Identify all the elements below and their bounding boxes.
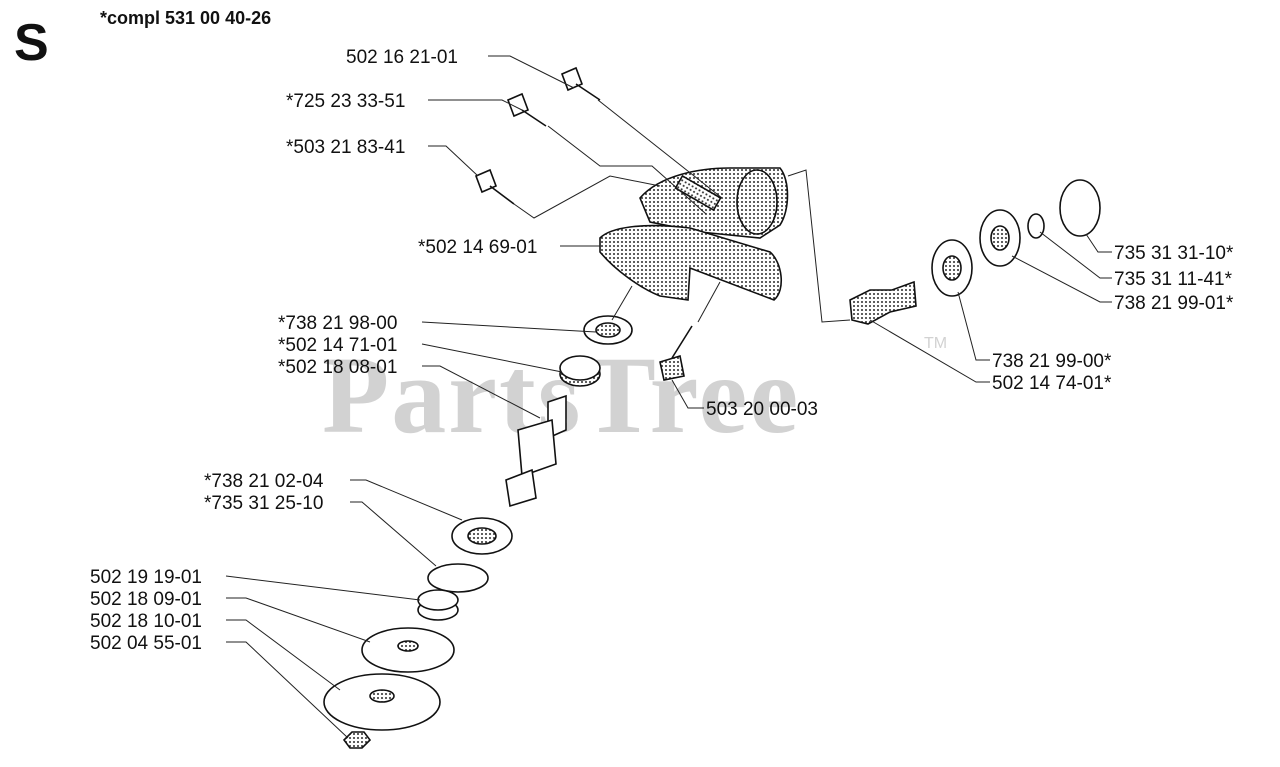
screw-503-21-83-41	[474, 168, 515, 205]
gear-housing-502-14-69-01	[599, 167, 789, 301]
watermark-trademark: TM	[924, 335, 947, 352]
label-502-04-55-01: 502 04 55-01	[90, 633, 202, 654]
label-735-31-31-10: 735 31 31-10*	[1114, 243, 1234, 264]
leader-lines	[225, 55, 1112, 739]
label-502-18-09-01: 502 18 09-01	[90, 589, 202, 610]
screw-725-23-33-51	[506, 92, 547, 127]
watermark-text: PartsTree	[322, 334, 800, 456]
plate-502-18-10-01	[323, 673, 441, 731]
screw-502-16-21-01	[560, 66, 601, 101]
label-503-21-83-41: *503 21 83-41	[286, 137, 405, 158]
label-735-31-11-41: 735 31 11-41*	[1114, 269, 1233, 290]
shaft-502-18-08-01	[505, 394, 567, 508]
bearing-738-21-99-00	[931, 239, 973, 297]
bolt-503-20-00-03	[659, 325, 693, 381]
washer-735-31-11-41	[1027, 213, 1045, 239]
gear-502-14-71-01	[559, 355, 601, 387]
label-502-18-10-01: 502 18 10-01	[90, 611, 202, 632]
label-502-14-74-01: 502 14 74-01*	[992, 373, 1112, 394]
label-502-14-69-01: *502 14 69-01	[418, 237, 537, 258]
assembly-label: *compl 531 00 40-26	[100, 8, 271, 28]
section-letter: S	[14, 14, 49, 72]
circlip-735-31-31-10	[1059, 179, 1101, 237]
washer-502-18-09-01	[361, 627, 455, 673]
pinion-502-14-74-01	[849, 280, 917, 325]
label-738-21-99-00: 738 21 99-00*	[992, 351, 1112, 372]
bearing-738-21-99-01	[979, 209, 1021, 267]
sleeve-502-19-19-01	[417, 589, 459, 621]
bearing-738-21-98-00	[583, 315, 633, 345]
label-502-14-71-01: *502 14 71-01	[278, 335, 397, 356]
bearing-738-21-02-04	[451, 517, 513, 555]
label-738-21-98-00: *738 21 98-00	[278, 313, 397, 334]
label-502-19-19-01: 502 19 19-01	[90, 567, 202, 588]
label-738-21-99-01: 738 21 99-01*	[1114, 293, 1234, 314]
label-502-18-08-01: *502 18 08-01	[278, 357, 397, 378]
label-502-16-21-01: 502 16 21-01	[346, 47, 458, 68]
label-738-21-02-04: *738 21 02-04	[204, 471, 324, 492]
label-735-31-25-10: *735 31 25-10	[204, 493, 323, 514]
circlip-735-31-25-10	[427, 563, 489, 593]
label-503-20-00-03: 503 20 00-03	[706, 399, 818, 420]
label-725-23-33-51: *725 23 33-51	[286, 91, 405, 112]
part-labels: 502 16 21-01 *725 23 33-51 *503 21 83-41…	[90, 47, 1234, 654]
nut-502-04-55-01	[342, 731, 372, 749]
